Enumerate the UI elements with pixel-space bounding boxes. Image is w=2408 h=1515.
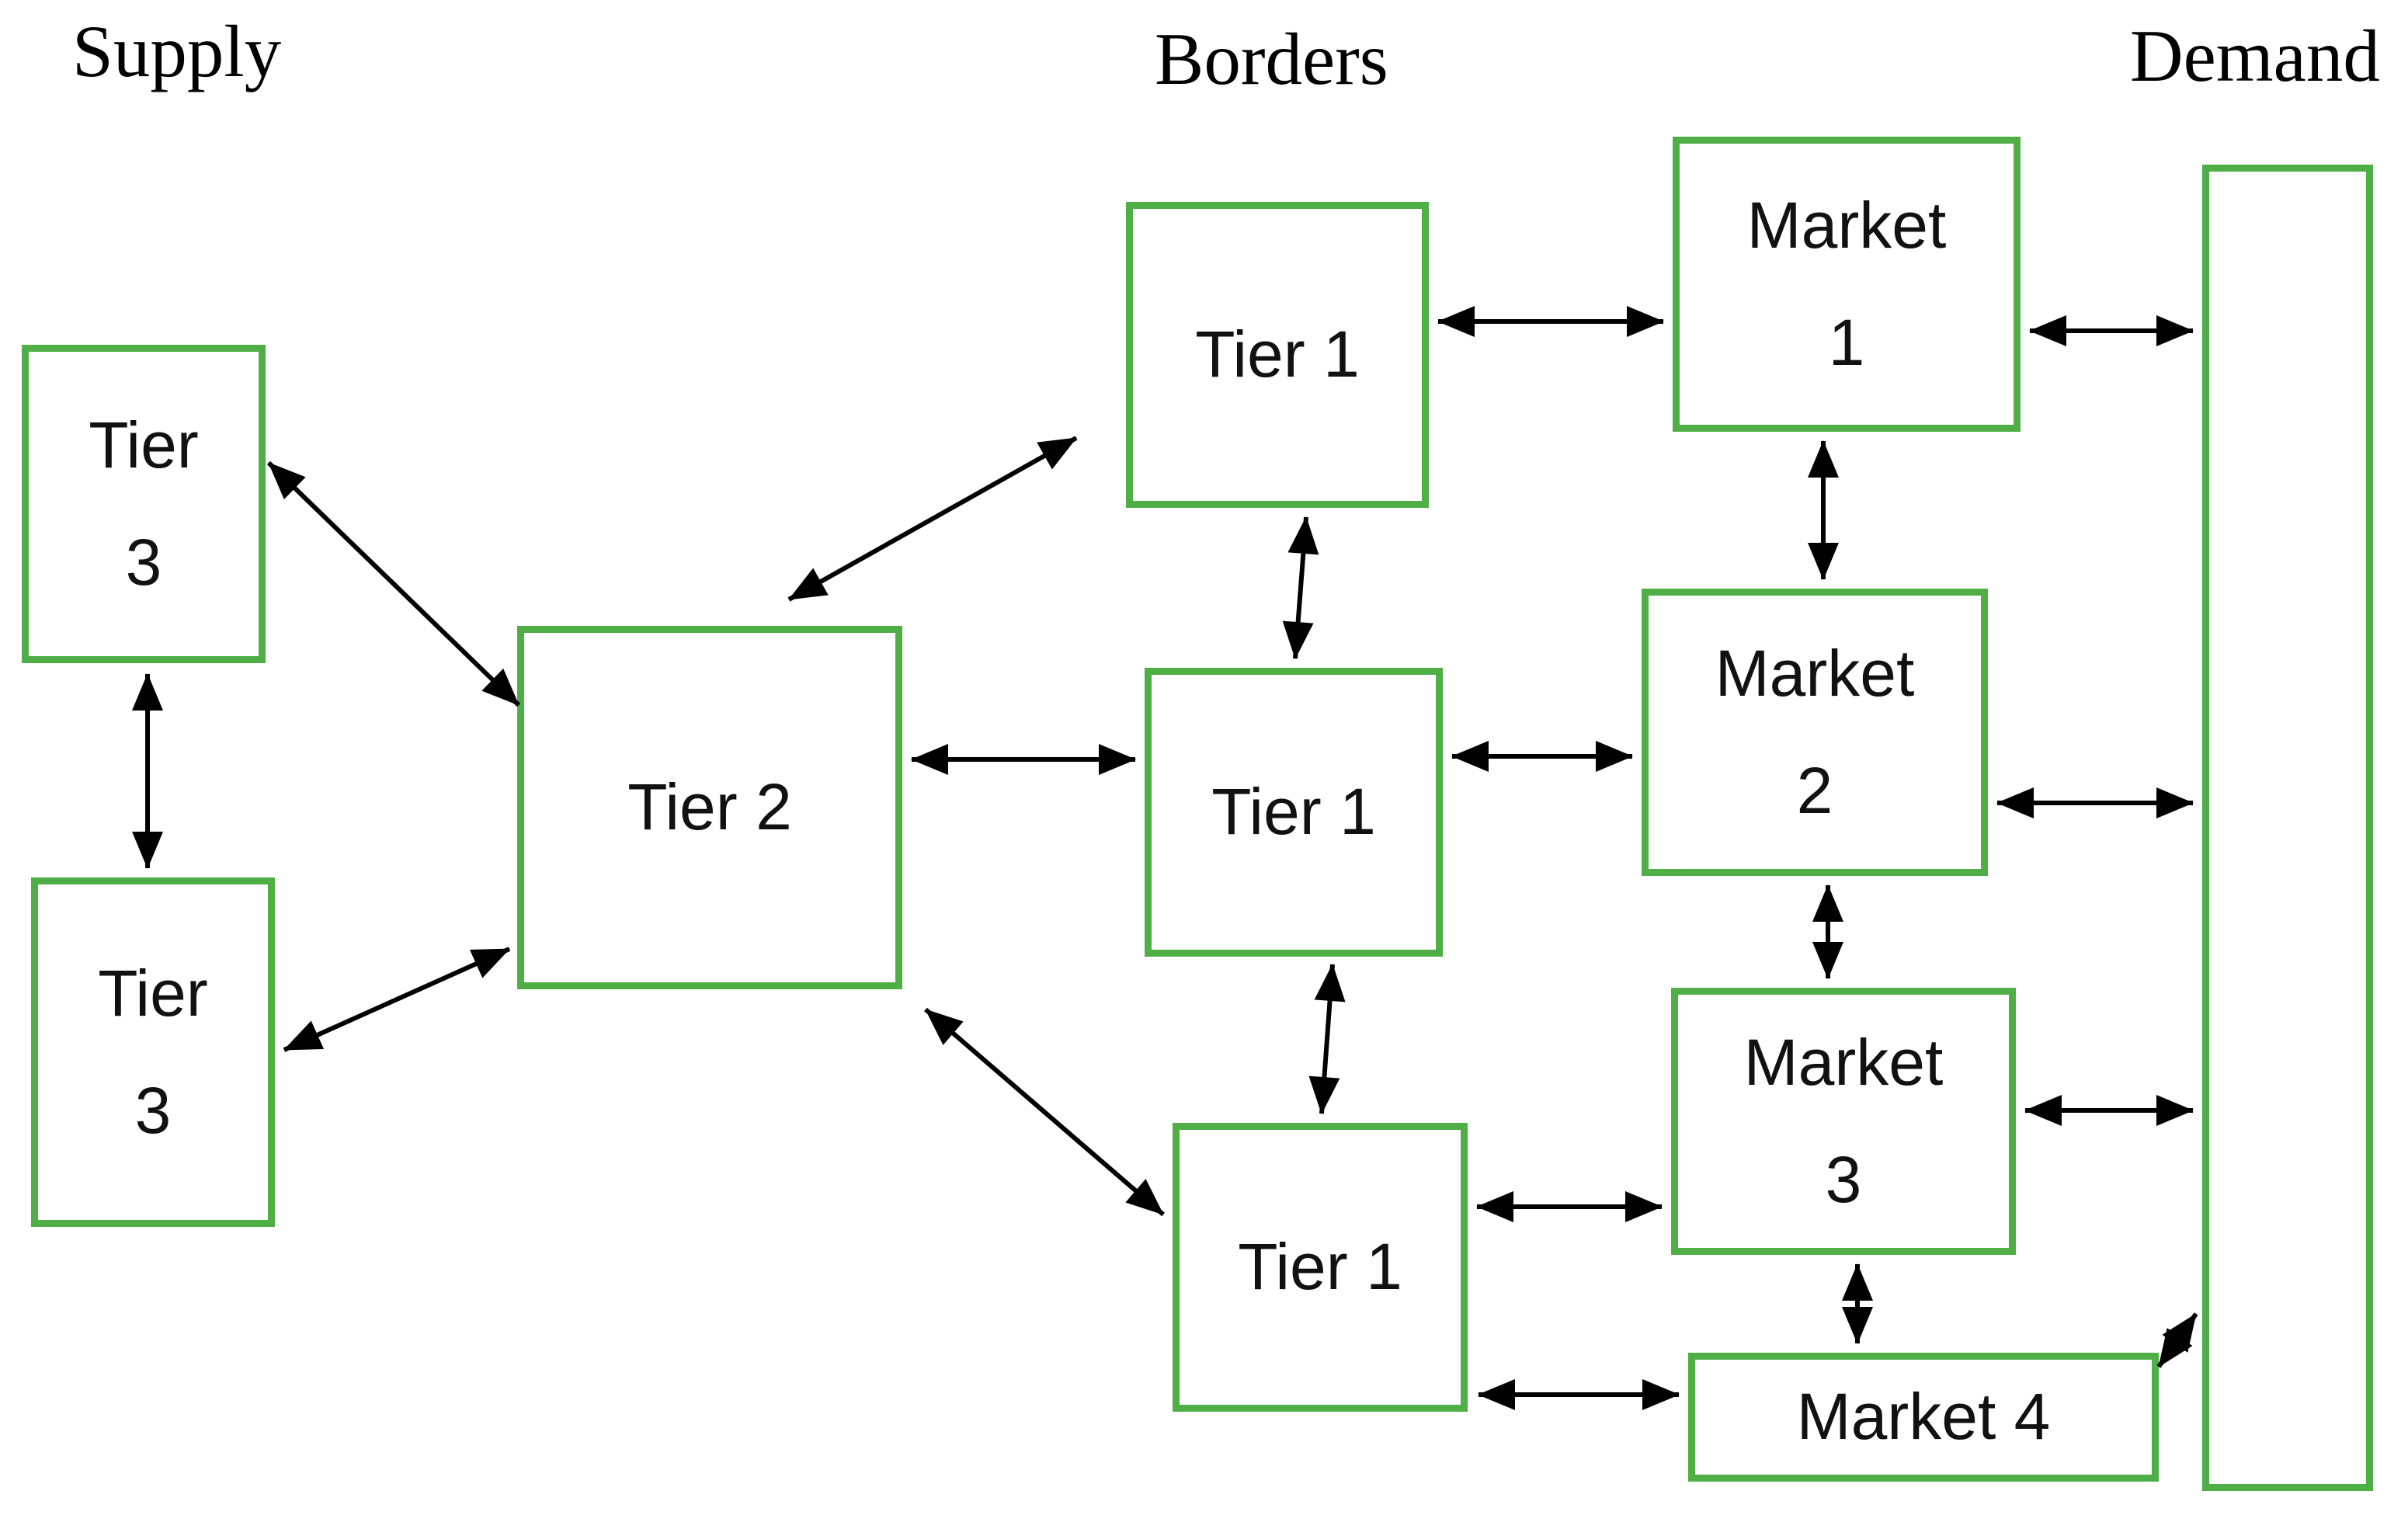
node-supply-tier3-bottom: Tier 3: [31, 877, 275, 1227]
node-border-tier1-bottom: Tier 1: [1173, 1123, 1468, 1412]
column-header-demand: Demand: [2130, 15, 2380, 97]
node-label: Tier 2: [627, 770, 792, 844]
edge-border-tier1-top-border-tier1-middle: [1282, 516, 1319, 659]
node-label: Market 4: [1796, 1380, 2051, 1454]
edge-border-tier1-middle-border-tier1-bottom: [1308, 964, 1346, 1114]
node-market-1: Market 1: [1673, 137, 2021, 432]
node-label: 2: [1796, 754, 1833, 827]
node-border-tier1-middle: Tier 1: [1145, 668, 1443, 957]
node-label: 3: [134, 1074, 172, 1147]
node-label: Tier 1: [1211, 775, 1376, 849]
node-label: Market: [1743, 1025, 1944, 1099]
node-label: Market: [1746, 188, 1947, 262]
node-label: Tier: [89, 408, 199, 481]
node-market-4: Market 4: [1688, 1353, 2159, 1482]
node-border-tier1-top: Tier 1: [1126, 202, 1429, 508]
edge-market-4-demand-pool: [2156, 1312, 2198, 1368]
node-market-3: Market 3: [1671, 988, 2016, 1255]
node-label: 3: [125, 526, 162, 599]
node-demand-pool: [2202, 165, 2373, 1491]
column-header-borders: Borders: [1155, 18, 1388, 100]
edge-supply-tier2-border-tier1-top: [787, 436, 1078, 602]
node-market-2: Market 2: [1642, 589, 1988, 876]
node-label: Tier: [98, 956, 208, 1030]
node-label: 1: [1828, 306, 1865, 379]
node-label: 3: [1825, 1143, 1862, 1216]
node-label: Tier 1: [1195, 318, 1360, 391]
edge-supply-tier3-top-supply-tier2: [266, 460, 521, 707]
node-supply-tier3-top: Tier 3: [22, 345, 266, 663]
node-supply-tier2: Tier 2: [517, 626, 902, 989]
node-label: Market: [1715, 636, 1915, 710]
column-header-supply: Supply: [72, 10, 282, 92]
node-label: Tier 1: [1238, 1230, 1402, 1304]
edge-supply-tier2-border-tier1-bottom: [924, 1007, 1165, 1217]
edge-supply-tier3-bottom-supply-tier2: [283, 947, 511, 1052]
